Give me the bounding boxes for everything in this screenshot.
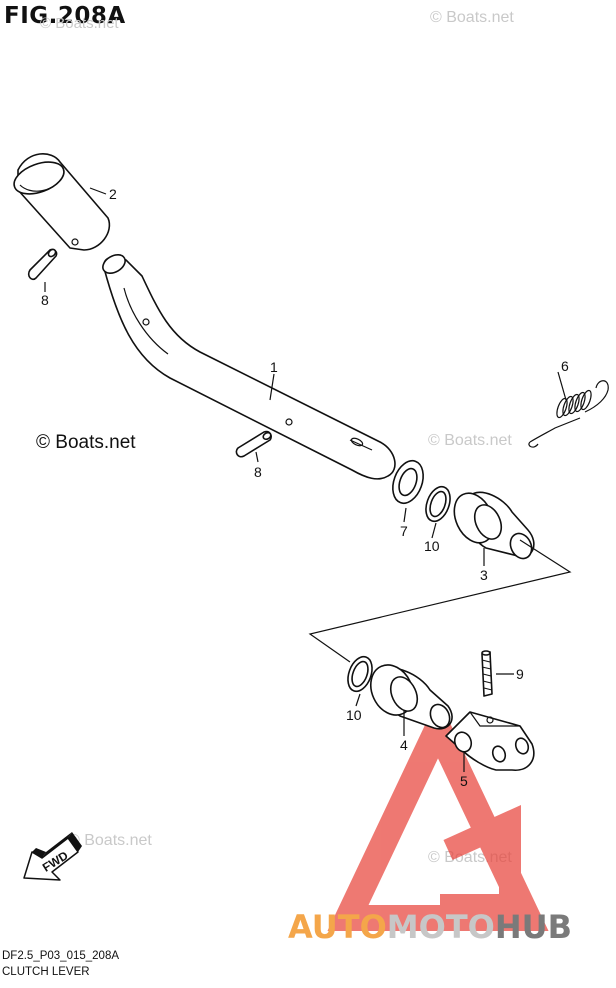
part-clevis [445,711,535,771]
callout-3: 3 [480,567,488,583]
part-bushing-upper [453,491,535,560]
callout-2: 2 [109,186,117,202]
part-oring-lower [347,655,373,693]
figure-code: DF2.5_P03_015_208A [2,950,120,962]
watermark-mid-right: © Boats.net [428,432,512,449]
part-grip [13,153,111,251]
callout-10-lower: 10 [346,707,362,723]
part-spring-pin [481,650,493,697]
part-pin-lower [235,430,272,458]
part-oring-upper [425,485,451,523]
part-washer [392,459,424,505]
callout-7: 7 [400,523,408,539]
part-spring [528,380,609,448]
brand-wordmark: AUTOMOTOHUB [288,908,572,946]
callout-9: 9 [516,666,524,682]
callout-8-lower: 8 [254,464,262,480]
part-clutch-lever [102,254,396,480]
callout-6: 6 [561,358,569,374]
figure-name: CLUTCH LEVER [2,966,90,978]
assembly-guide-line [308,539,572,663]
watermark-bottom-left: © Boats.net [68,832,152,849]
watermark-top-left: © Boats.net [40,15,119,32]
brand-logo-icon [327,697,549,931]
watermark-main: © Boats.net [36,432,136,453]
callout-4: 4 [400,737,408,753]
callout-10-upper: 10 [424,538,440,554]
figure-title: FIG.208A [4,3,126,29]
direction-arrow-icon: FWD [23,832,82,881]
leader-lines [44,187,567,772]
part-bushing-lower [370,664,453,730]
watermark-top-right: © Boats.net [430,9,514,26]
callout-1: 1 [270,359,278,375]
part-pin-upper [27,248,58,281]
callout-8-upper: 8 [41,292,49,308]
callout-5: 5 [460,773,468,789]
